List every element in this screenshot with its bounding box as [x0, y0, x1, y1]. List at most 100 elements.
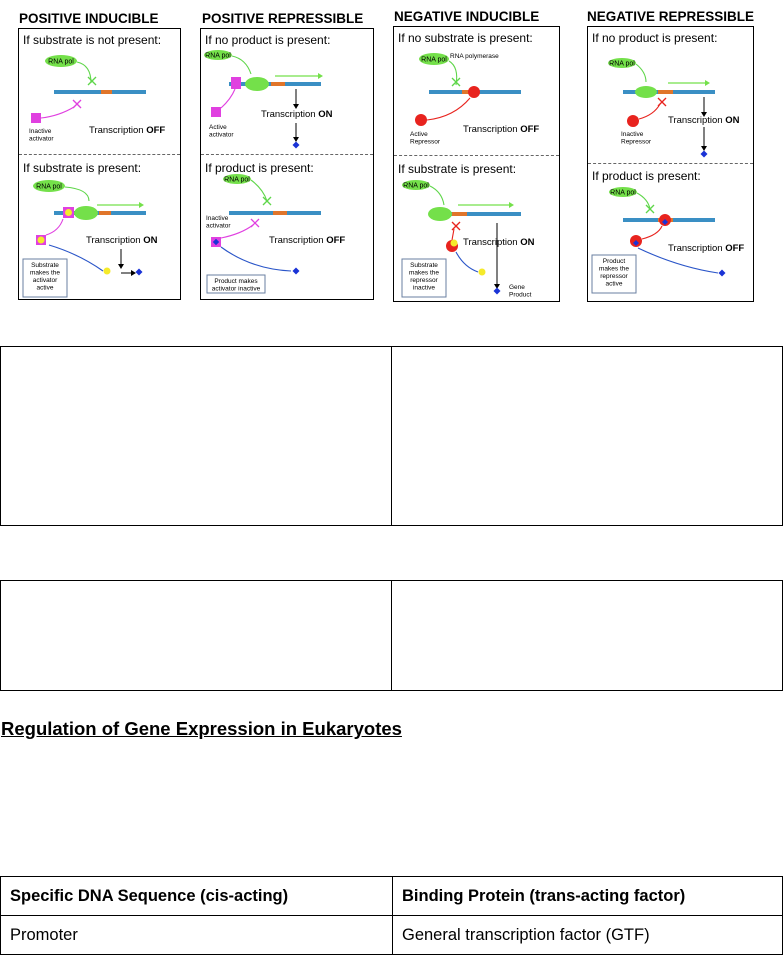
rna-polymerase — [609, 187, 637, 197]
rna-polymerase — [204, 50, 232, 60]
rna-polymerase — [419, 53, 449, 65]
rna-pol-label: RNA pol — [610, 190, 636, 197]
down-arrow-head — [701, 112, 707, 117]
rna-pol-label: RNA pol — [224, 177, 250, 184]
rna-polymerase-label: RNA polymerase — [450, 53, 499, 60]
transcription-status: Transcription OFF — [89, 125, 165, 136]
table-row: Promoter General transcription factor (G… — [0, 915, 783, 955]
rna-pol-arrow — [64, 186, 90, 202]
repressor-arrow — [641, 225, 663, 240]
rna-pol-arrow — [250, 179, 268, 202]
product-diamond — [292, 141, 300, 149]
rna-pol-arrow — [231, 55, 252, 75]
repressor-arrow — [638, 103, 661, 120]
transcription-status: Transcription ON — [463, 237, 535, 248]
x-mark — [451, 77, 461, 87]
rna-pol-label: RNA pol — [48, 59, 74, 66]
rna-polymerase — [608, 58, 636, 68]
rna-pol-arrow — [429, 185, 445, 206]
product-diamond — [700, 150, 708, 158]
heading-bottom: If product is present: — [205, 161, 314, 175]
x-mark — [87, 76, 97, 86]
blank-table-2 — [0, 580, 783, 691]
down-arrow-head — [293, 137, 299, 142]
substrate-circle — [478, 268, 486, 276]
product-arrow-head — [131, 270, 136, 276]
diagram-negative-inducible: If no substrate is present: If substrate … — [393, 26, 560, 302]
product-binding-arrow — [637, 247, 719, 274]
repressor-arrow — [426, 97, 471, 121]
substrate-circle — [37, 236, 45, 244]
rna-pol-label: RNA pol — [205, 53, 231, 60]
substrate-binding-arrow — [48, 244, 104, 272]
x-mark — [72, 99, 82, 109]
diagram-negative-repressible: If no product is present:If product is p… — [587, 26, 754, 302]
diagram-positive-inducible: If substrate is not present: If substrate… — [18, 28, 181, 300]
operator-region — [452, 212, 467, 216]
down-arrow-head — [701, 146, 707, 151]
table-header-row: Specific DNA Sequence (cis-acting) Bindi… — [0, 876, 783, 916]
rna-pol-label: RNA pol — [609, 61, 635, 68]
activator-arrow — [220, 88, 236, 109]
diagram-svg-positive-inducible: If substrate is not present: If substrate… — [22, 33, 165, 298]
diagram-svg-negative-repressible: If no product is present:If product is p… — [591, 31, 744, 294]
callout-substrate-activates — [22, 258, 68, 298]
rna-pol-arrow — [76, 61, 92, 84]
operator-region — [99, 211, 111, 215]
table-header-cell: Binding Protein (trans-acting factor) — [392, 876, 783, 916]
rna-polymerase — [45, 55, 77, 67]
callout-product-activates — [591, 254, 637, 294]
down-arrow-head — [118, 264, 124, 269]
heading-top: If no substrate is present: — [398, 31, 533, 45]
operator-region — [273, 211, 287, 215]
transcript-arrow-head — [509, 202, 514, 208]
heading-top: If substrate is not present: — [23, 33, 161, 47]
down-arrow-head — [293, 104, 299, 109]
panel-title-negative-repressible: NEGATIVE REPRESSIBLE — [587, 9, 755, 24]
transcription-status: Transcription OFF — [269, 235, 345, 246]
rna-polymerase — [402, 180, 430, 190]
product-diamond — [718, 269, 726, 277]
repressor-arrow — [451, 228, 455, 241]
rna-polymerase — [245, 77, 269, 91]
product-diamond — [633, 240, 639, 246]
panel-title-positive-repressible: POSITIVE REPRESSIBLE — [202, 11, 364, 26]
activator-arrow — [45, 218, 64, 236]
activator-arrow — [40, 106, 75, 119]
repressor-circle — [627, 115, 639, 127]
activator-square — [31, 113, 41, 123]
panel-title-positive-inducible: POSITIVE INDUCIBLE — [19, 11, 159, 26]
diagram-positive-repressible: If no product is present: If product is p… — [200, 28, 374, 300]
diagram-svg-negative-inducible: If no substrate is present: If substrate … — [398, 31, 539, 298]
operator-region — [101, 90, 112, 94]
rna-pol-arrow — [635, 63, 647, 83]
transcript-arrow-head — [139, 202, 144, 208]
product-diamond — [212, 238, 220, 246]
heading-top: If no product is present: — [205, 33, 330, 47]
transcript-arrow-head — [318, 73, 323, 79]
transcription-status: Transcription OFF — [668, 243, 744, 254]
diagram-svg-positive-repressible: If no product is present: If product is p… — [204, 33, 345, 294]
heading-bottom: If substrate is present: — [23, 161, 141, 175]
table-cell: General transcription factor (GTF) — [392, 915, 783, 955]
x-mark — [451, 221, 461, 231]
rna-polymerase — [635, 86, 657, 98]
rna-pol-label: RNA pol — [36, 184, 62, 191]
heading-bottom: If substrate is present: — [398, 162, 516, 176]
rna-pol-label: RNA pol — [421, 57, 447, 64]
x-mark — [657, 97, 667, 107]
operator-region — [658, 90, 673, 94]
dna-strand — [54, 90, 146, 94]
rna-polymerase — [428, 207, 452, 221]
x-mark — [645, 204, 655, 214]
repressor-circle — [415, 114, 427, 126]
